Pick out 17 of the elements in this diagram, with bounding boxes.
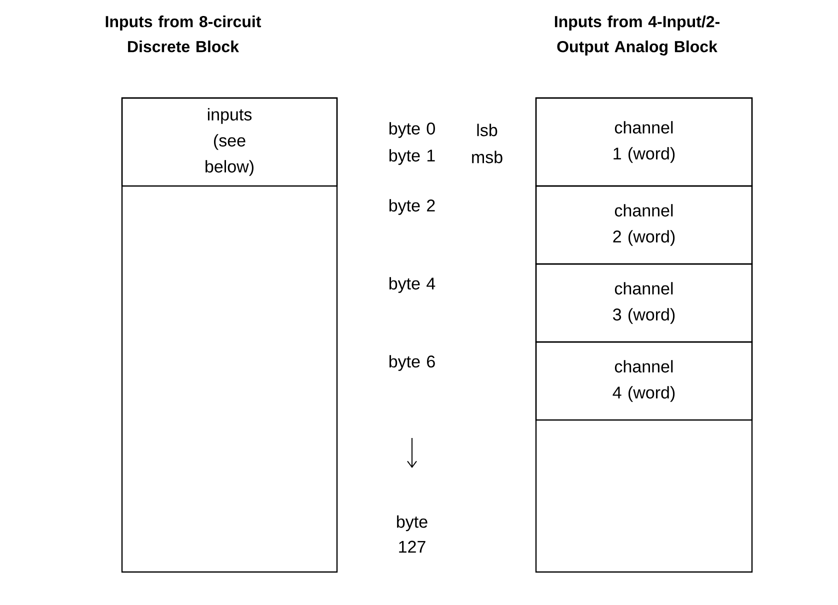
memory-cell: inputs (see below) (121, 97, 338, 187)
byte-label: lsb (477, 124, 498, 136)
column-heading: Inputs from 4-Input/2-Output Analog Block (554, 16, 720, 56)
byte-label: byte 0 (389, 122, 435, 138)
memory-cell: channel 4 (word) (535, 341, 753, 421)
byte-label: byte 2 (389, 199, 435, 215)
memory-map-box (535, 16, 753, 573)
memory-map-box (106, 16, 338, 573)
memory-cell: channel 1 (word) (535, 97, 753, 187)
byte-label: byte 4 (389, 277, 436, 293)
byte-label: byte 127 (397, 515, 428, 553)
memory-cell: channel 2 (word) (535, 185, 753, 265)
byte-label: byte 6 (389, 355, 435, 371)
byte-label: msb (472, 150, 502, 164)
column-heading: Inputs from 8-circuit Discrete Block (106, 16, 262, 52)
byte-label: byte 1 (389, 149, 435, 165)
memory-cell: channel 3 (word) (535, 263, 753, 343)
